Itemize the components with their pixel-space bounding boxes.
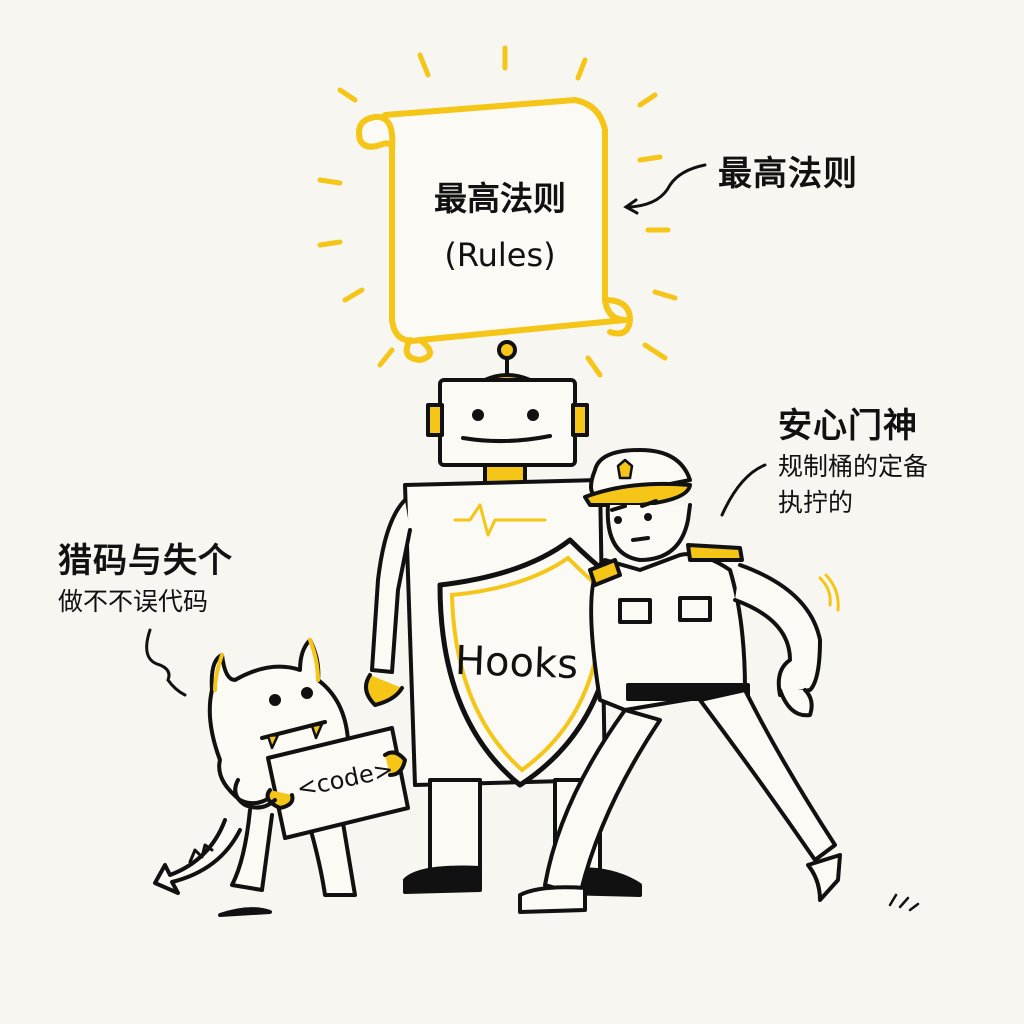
arrow-icon	[628, 163, 707, 209]
monster-callout-title: 猎码与失个	[58, 541, 233, 581]
guard-callout-line2: 执拧的	[778, 488, 854, 517]
guard-callout-line1: 规制桶的定备	[778, 452, 929, 481]
monster-icon	[153, 638, 410, 917]
scroll-subtitle: (Rules)	[444, 236, 556, 274]
shield-label: Hooks	[454, 637, 579, 689]
scroll-title: 最高法则	[434, 179, 566, 218]
guard-icon	[518, 448, 842, 914]
guard-callout-title: 安心门神	[778, 406, 918, 446]
glow-rays	[317, 45, 678, 378]
scroll-icon	[356, 97, 633, 363]
monster-callout-line1: 做不不误代码	[58, 587, 209, 616]
rules-callout-title: 最高法则	[718, 154, 858, 194]
